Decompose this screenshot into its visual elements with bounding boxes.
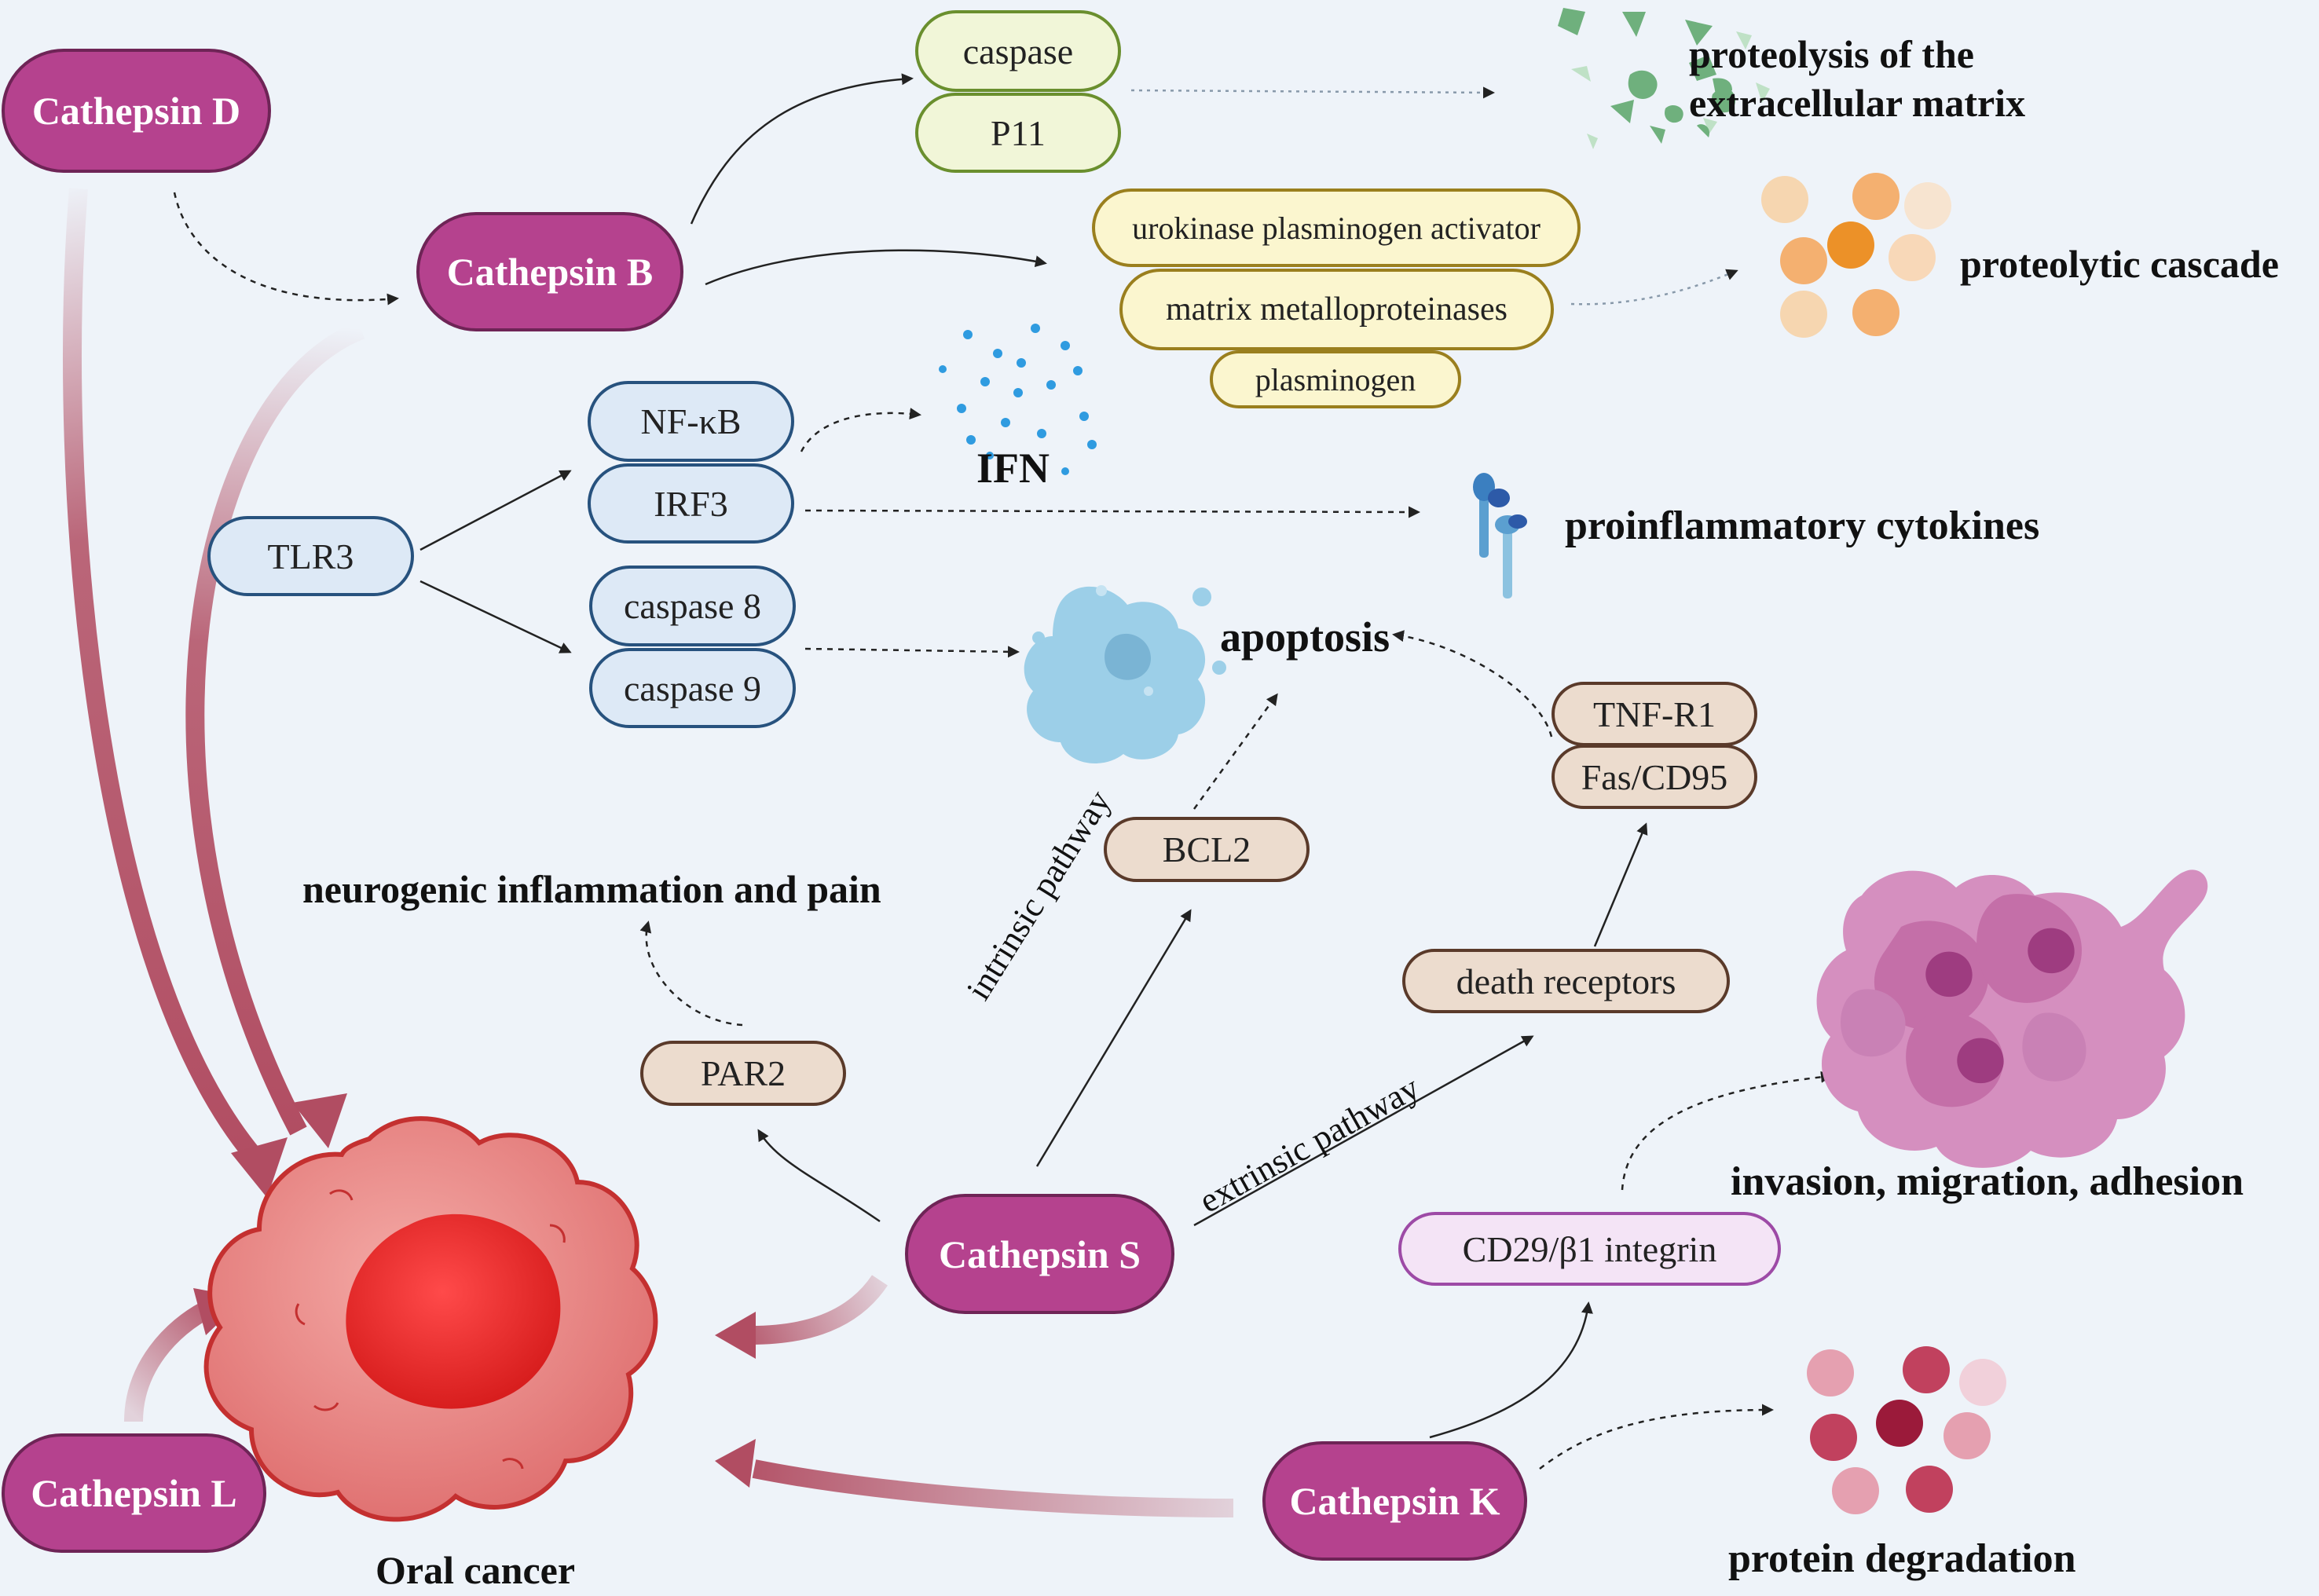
irf3-node: IRF3 bbox=[588, 463, 794, 544]
par2-node: PAR2 bbox=[640, 1041, 846, 1106]
cd29-integrin-node: CD29/β1 integrin bbox=[1398, 1212, 1781, 1286]
ecm-label-line-1: proteolysis of the bbox=[1689, 32, 1974, 76]
ecm-fragments-icon bbox=[1558, 8, 1770, 149]
oral-cancer-label: Oral cancer bbox=[376, 1548, 576, 1592]
upa-node: urokinase plasminogen activator bbox=[1092, 189, 1581, 267]
invasive-cells-icon bbox=[1816, 869, 2208, 1168]
dashed-arrows bbox=[173, 192, 1833, 1470]
p11-node: P11 bbox=[915, 93, 1121, 173]
protein-degradation-label: protein degradation bbox=[1728, 1536, 2076, 1581]
death-receptors-node: death receptors bbox=[1402, 949, 1730, 1013]
nfkb-node: NF-κB bbox=[588, 381, 794, 462]
protein-degradation-icon bbox=[1807, 1346, 2006, 1514]
neurogenic-label: neurogenic inflammation and pain bbox=[302, 867, 881, 911]
tumor-icon bbox=[203, 1116, 658, 1522]
proteolytic-cascade-icon bbox=[1761, 173, 1951, 338]
cathepsin-b-node: Cathepsin B bbox=[416, 212, 683, 331]
cathepsin-l-node: Cathepsin L bbox=[2, 1433, 266, 1553]
mmp-node: matrix metalloproteinases bbox=[1119, 269, 1554, 350]
fas-cd95-node: Fas/CD95 bbox=[1551, 745, 1757, 809]
dotted-arrows bbox=[1130, 86, 1738, 306]
caspase-node: caspase bbox=[915, 10, 1121, 92]
invasion-label: invasion, migration, adhesion bbox=[1731, 1159, 2244, 1204]
cathepsin-s-node: Cathepsin S bbox=[905, 1194, 1174, 1314]
cytokines-label: proinflammatory cytokines bbox=[1565, 503, 2040, 548]
cathepsin-d-node: Cathepsin D bbox=[2, 49, 271, 173]
ifn-particles-icon bbox=[939, 324, 1097, 475]
bcl2-node: BCL2 bbox=[1104, 817, 1310, 882]
apoptotic-cell-icon bbox=[1024, 585, 1226, 763]
ecm-label: proteolysis of the extracellular matrix bbox=[1689, 30, 2026, 127]
cytokine-receptor-icon bbox=[1473, 473, 1527, 598]
tlr3-node: TLR3 bbox=[207, 516, 414, 596]
tnfr1-node: TNF-R1 bbox=[1551, 682, 1757, 746]
cathepsin-k-node: Cathepsin K bbox=[1262, 1441, 1527, 1561]
ifn-label: IFN bbox=[976, 445, 1050, 492]
plasminogen-node: plasminogen bbox=[1210, 350, 1461, 408]
solid-arrows bbox=[419, 73, 1648, 1439]
caspase-9-node: caspase 9 bbox=[589, 648, 796, 728]
ecm-label-line-2: extracellular matrix bbox=[1689, 81, 2026, 125]
proteolytic-cascade-label: proteolytic cascade bbox=[1960, 242, 2279, 286]
apoptosis-label: apoptosis bbox=[1220, 613, 1390, 661]
caspase-8-node: caspase 8 bbox=[589, 566, 796, 646]
